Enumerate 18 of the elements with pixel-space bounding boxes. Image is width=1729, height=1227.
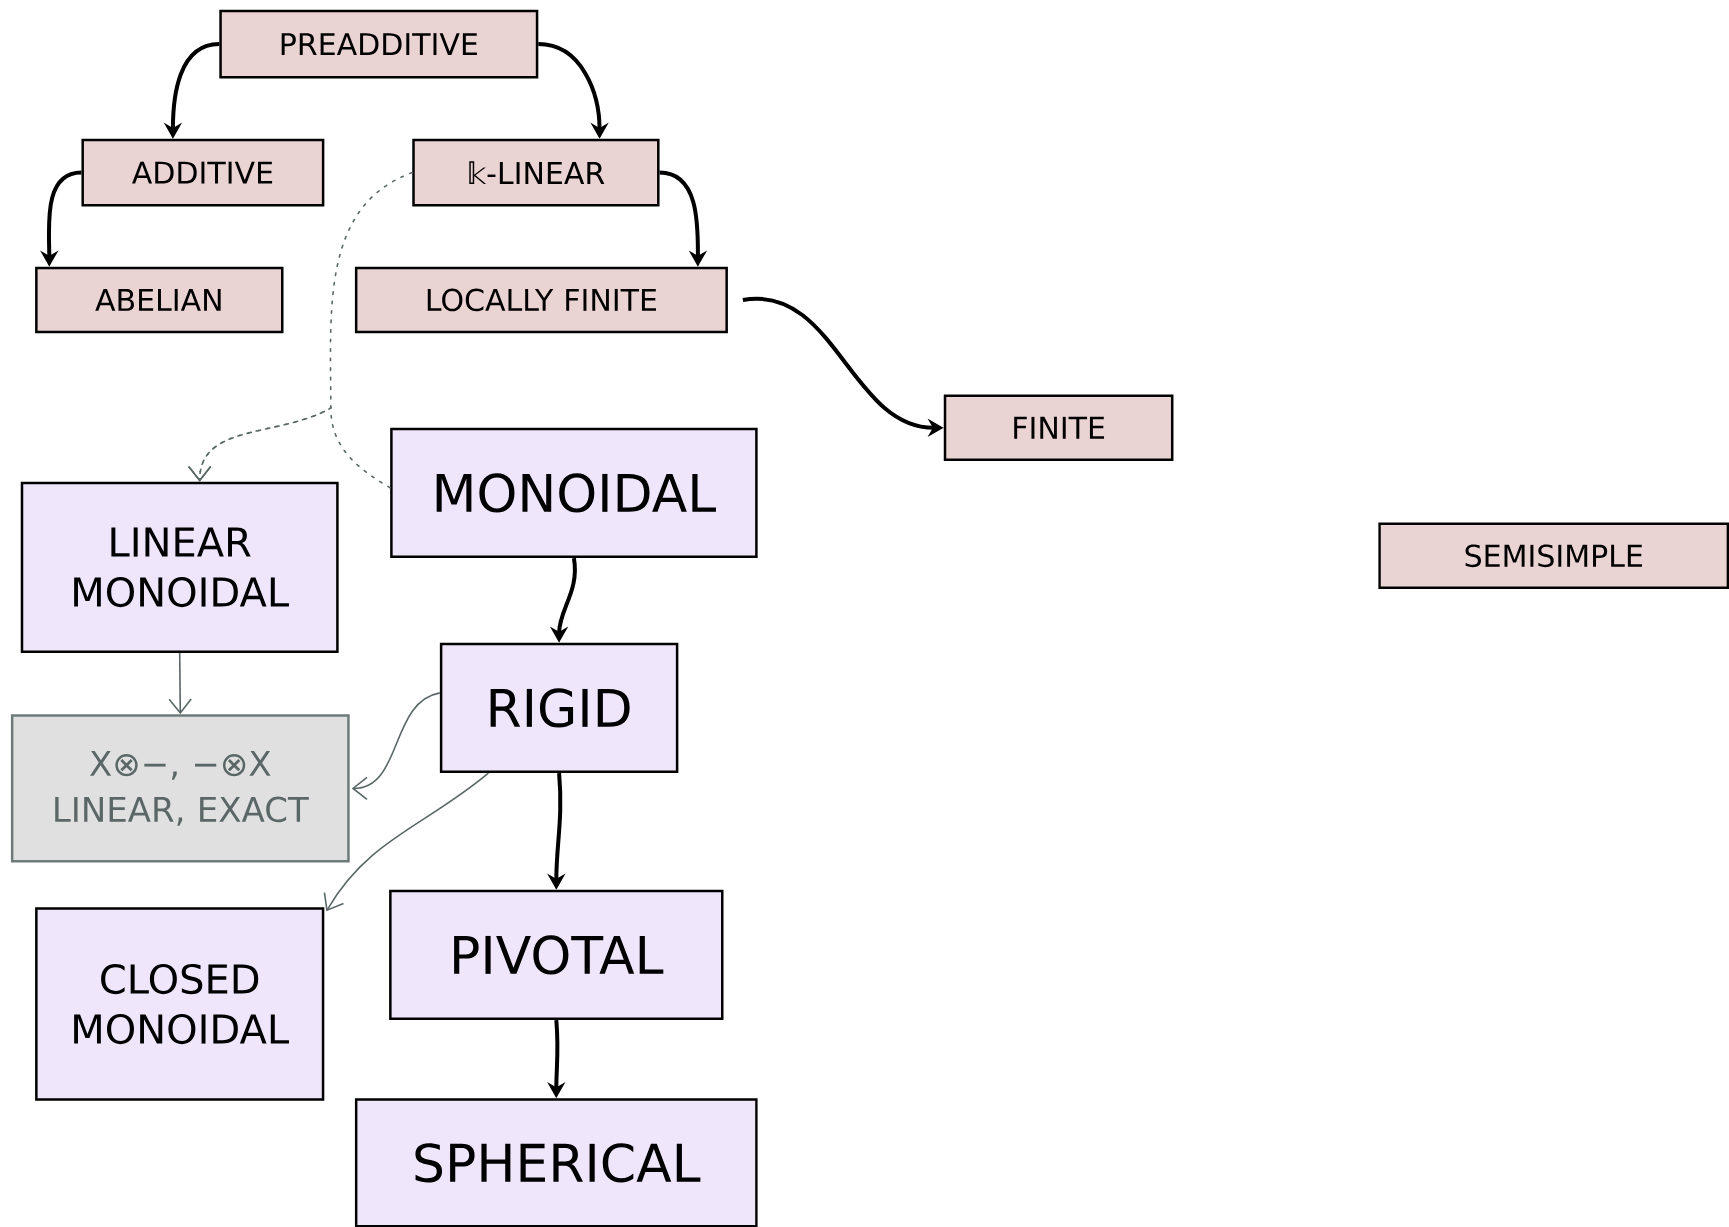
category-box: RIGID (439, 642, 679, 774)
category-box: MONOIDAL (390, 427, 758, 559)
category-box: SPHERICAL (354, 1098, 758, 1227)
category-box: FINITE (943, 394, 1174, 462)
arrow (168, 652, 192, 715)
category-box: ADDITIVE (81, 138, 325, 207)
category-box: PIVOTAL (389, 889, 724, 1021)
arrow (351, 692, 441, 801)
note-box: X⊗−, −⊗X LINEAR, EXACT (10, 714, 350, 863)
category-box: PREADDITIVE (219, 9, 539, 79)
category-box: LOCALLY FINITE (354, 266, 728, 334)
category-box: SEMISIMPLE (1378, 522, 1729, 590)
category-box: 𝕜-LINEAR (412, 138, 660, 207)
category-box: LINEAR MONOIDAL (20, 481, 339, 653)
arrow (323, 772, 490, 912)
category-box: ABELIAN (35, 266, 284, 334)
category-box: CLOSED MONOIDAL (35, 907, 325, 1101)
arrow (187, 407, 391, 489)
